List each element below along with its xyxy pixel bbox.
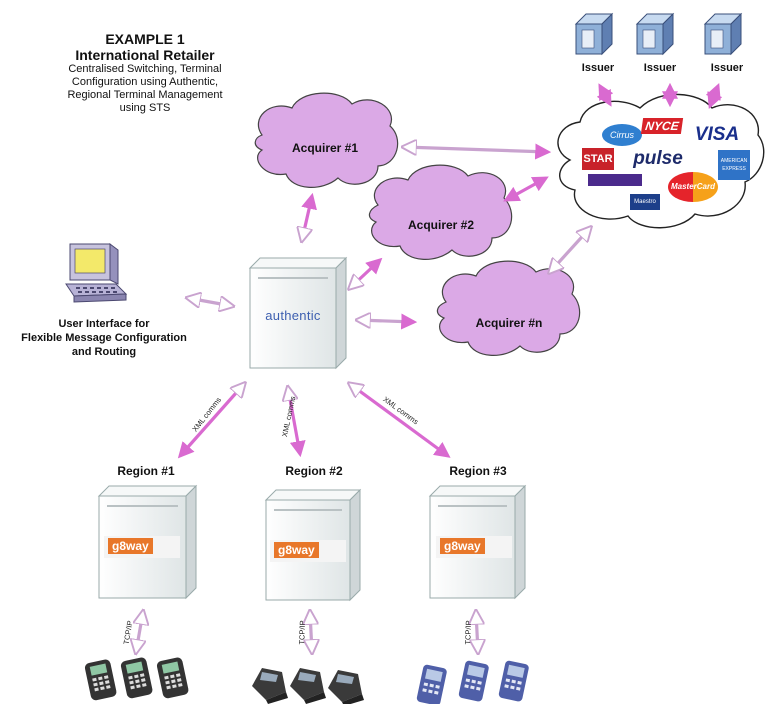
blue-terminal-icon	[458, 660, 489, 702]
description: Centralised Switching, Terminal Configur…	[50, 63, 240, 115]
authentic-server	[248, 256, 348, 370]
acquirer-cloud-n	[436, 260, 581, 356]
g8way-logo-3: g8way	[436, 536, 512, 558]
example-title: EXAMPLE 1	[105, 31, 185, 47]
pulse-logo: pulse	[633, 148, 683, 169]
issuer-label-2: Issuer	[643, 62, 677, 74]
computer-terminal-icon	[65, 243, 128, 303]
tcpip-label-3: TCP/IP	[463, 620, 474, 645]
ui-label-line: User Interface for	[58, 318, 150, 330]
interlink-logo	[588, 174, 642, 186]
countertop-terminal-icon	[290, 668, 326, 704]
acquirer-cloud-2	[368, 164, 513, 260]
description-line: using STS	[119, 102, 171, 114]
description-line: Regional Terminal Management	[67, 89, 223, 101]
g8way-logo-text: g8way	[274, 542, 319, 558]
blue-terminal-icon	[416, 664, 447, 704]
issuer-server-icon	[703, 12, 743, 56]
acquirer-label-1: Acquirer #1	[291, 141, 359, 155]
ui-label-line: and Routing	[71, 346, 137, 358]
acquirer-cloud-1	[254, 92, 399, 188]
region-label-1: Region #1	[117, 464, 175, 478]
cirrus-logo: Cirrus	[602, 124, 642, 146]
countertop-terminal-icon	[252, 668, 288, 704]
issuer-label-3: Issuer	[710, 62, 744, 74]
ui-label-line: Flexible Message Configuration	[21, 332, 187, 344]
g8way-logo-text: g8way	[108, 538, 153, 554]
tcpip-label-2: TCP/IP	[297, 620, 308, 645]
issuer-server-icon	[635, 12, 675, 56]
authentic-logo: authentic	[265, 308, 321, 323]
acquirer-label-2: Acquirer #2	[407, 218, 475, 232]
maestro-logo: Maestro	[630, 194, 660, 210]
region-label-2: Region #2	[285, 464, 343, 478]
g8way-logo-1: g8way	[104, 536, 180, 558]
handheld-terminal-icon	[84, 659, 117, 701]
description-line: Configuration using Authentic,	[71, 76, 219, 88]
issuer-label-1: Issuer	[581, 62, 615, 74]
region-label-3: Region #3	[449, 464, 507, 478]
blue-terminal-icon	[498, 660, 529, 702]
user-interface-label: User Interface for Flexible Message Conf…	[6, 317, 202, 359]
page-title: EXAMPLE 1 International Retailer	[50, 31, 240, 63]
retailer-heading: International Retailer	[75, 47, 215, 63]
description-line: Centralised Switching, Terminal	[68, 63, 222, 75]
handheld-terminal-icon	[120, 657, 153, 699]
mastercard-logo: MasterCard	[668, 172, 718, 202]
g8way-logo-2: g8way	[270, 540, 346, 562]
acquirer-label-n: Acquirer #n	[475, 316, 543, 330]
g8way-logo-text: g8way	[440, 538, 485, 554]
issuer-server-icon	[574, 12, 614, 56]
connection-arrows	[136, 82, 723, 652]
countertop-terminal-icon	[328, 670, 364, 704]
star-logo: STAR	[582, 148, 614, 170]
visa-logo: VISA	[694, 124, 740, 145]
nyce-logo: NYCE	[640, 118, 684, 134]
handheld-terminal-icon	[156, 657, 189, 699]
amex-logo: AMERICAN EXPRESS	[718, 150, 750, 180]
